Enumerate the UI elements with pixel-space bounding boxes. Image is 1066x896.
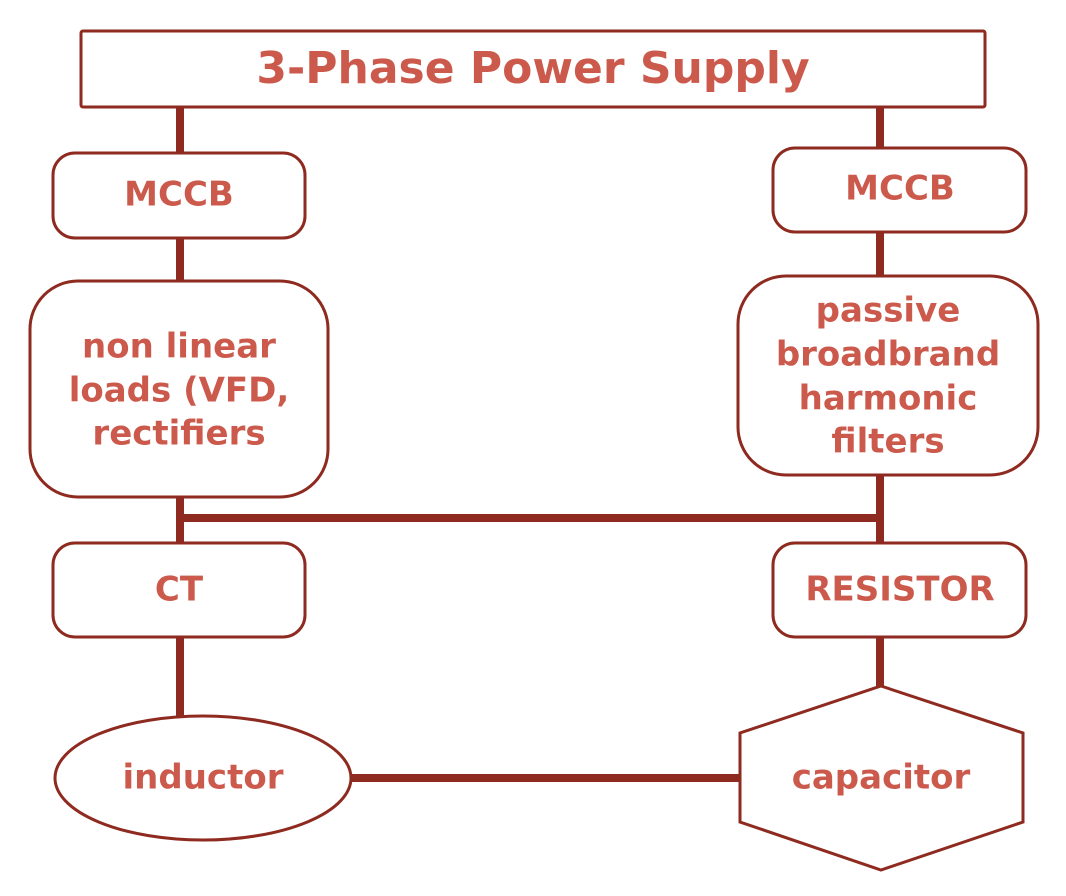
right-mccb-frame: [771, 146, 1028, 234]
nonlinear-loads-line-1: non linear: [82, 327, 276, 367]
capacitor-frame: [738, 684, 1025, 872]
title-box: 3-Phase Power Supply: [79, 29, 987, 109]
ct-node: CT: [51, 541, 307, 639]
left-mccb-frame: [51, 151, 307, 240]
harmonic-filters-node: passive broadbrand harmonic filters: [736, 274, 1040, 477]
harmonic-filters-frame: [736, 274, 1040, 477]
ct-label: CT: [155, 570, 204, 610]
nonlinear-loads-line-2: loads (VFD,: [69, 371, 290, 411]
capacitor-node: capacitor: [738, 684, 1025, 872]
left-mccb-node: MCCB: [51, 151, 307, 240]
nonlinear-loads-frame: [28, 279, 330, 499]
inductor-frame: [53, 714, 353, 842]
harmonic-filters-line-1: passive: [816, 291, 961, 331]
nonlinear-loads-node: non linear loads (VFD, rectifiers: [28, 279, 330, 499]
resistor-frame: [771, 541, 1028, 639]
diagram-title: 3-Phase Power Supply: [256, 43, 809, 94]
harmonic-filters-line-3: harmonic: [799, 379, 978, 419]
title-box-frame: [79, 29, 987, 109]
right-mccb-label: MCCB: [845, 169, 955, 209]
harmonic-filters-line-4: filters: [831, 422, 944, 462]
wires: [176, 107, 884, 782]
resistor-node: RESISTOR: [771, 541, 1028, 639]
resistor-label: RESISTOR: [805, 570, 994, 610]
ct-frame: [51, 541, 307, 639]
inductor-node: inductor: [53, 714, 353, 842]
inductor-label: inductor: [123, 758, 284, 798]
left-mccb-label: MCCB: [124, 175, 234, 215]
nonlinear-loads-line-3: rectifiers: [92, 414, 265, 454]
right-mccb-node: MCCB: [771, 146, 1028, 234]
harmonic-filters-line-2: broadbrand: [776, 335, 1000, 375]
capacitor-label: capacitor: [792, 758, 971, 798]
